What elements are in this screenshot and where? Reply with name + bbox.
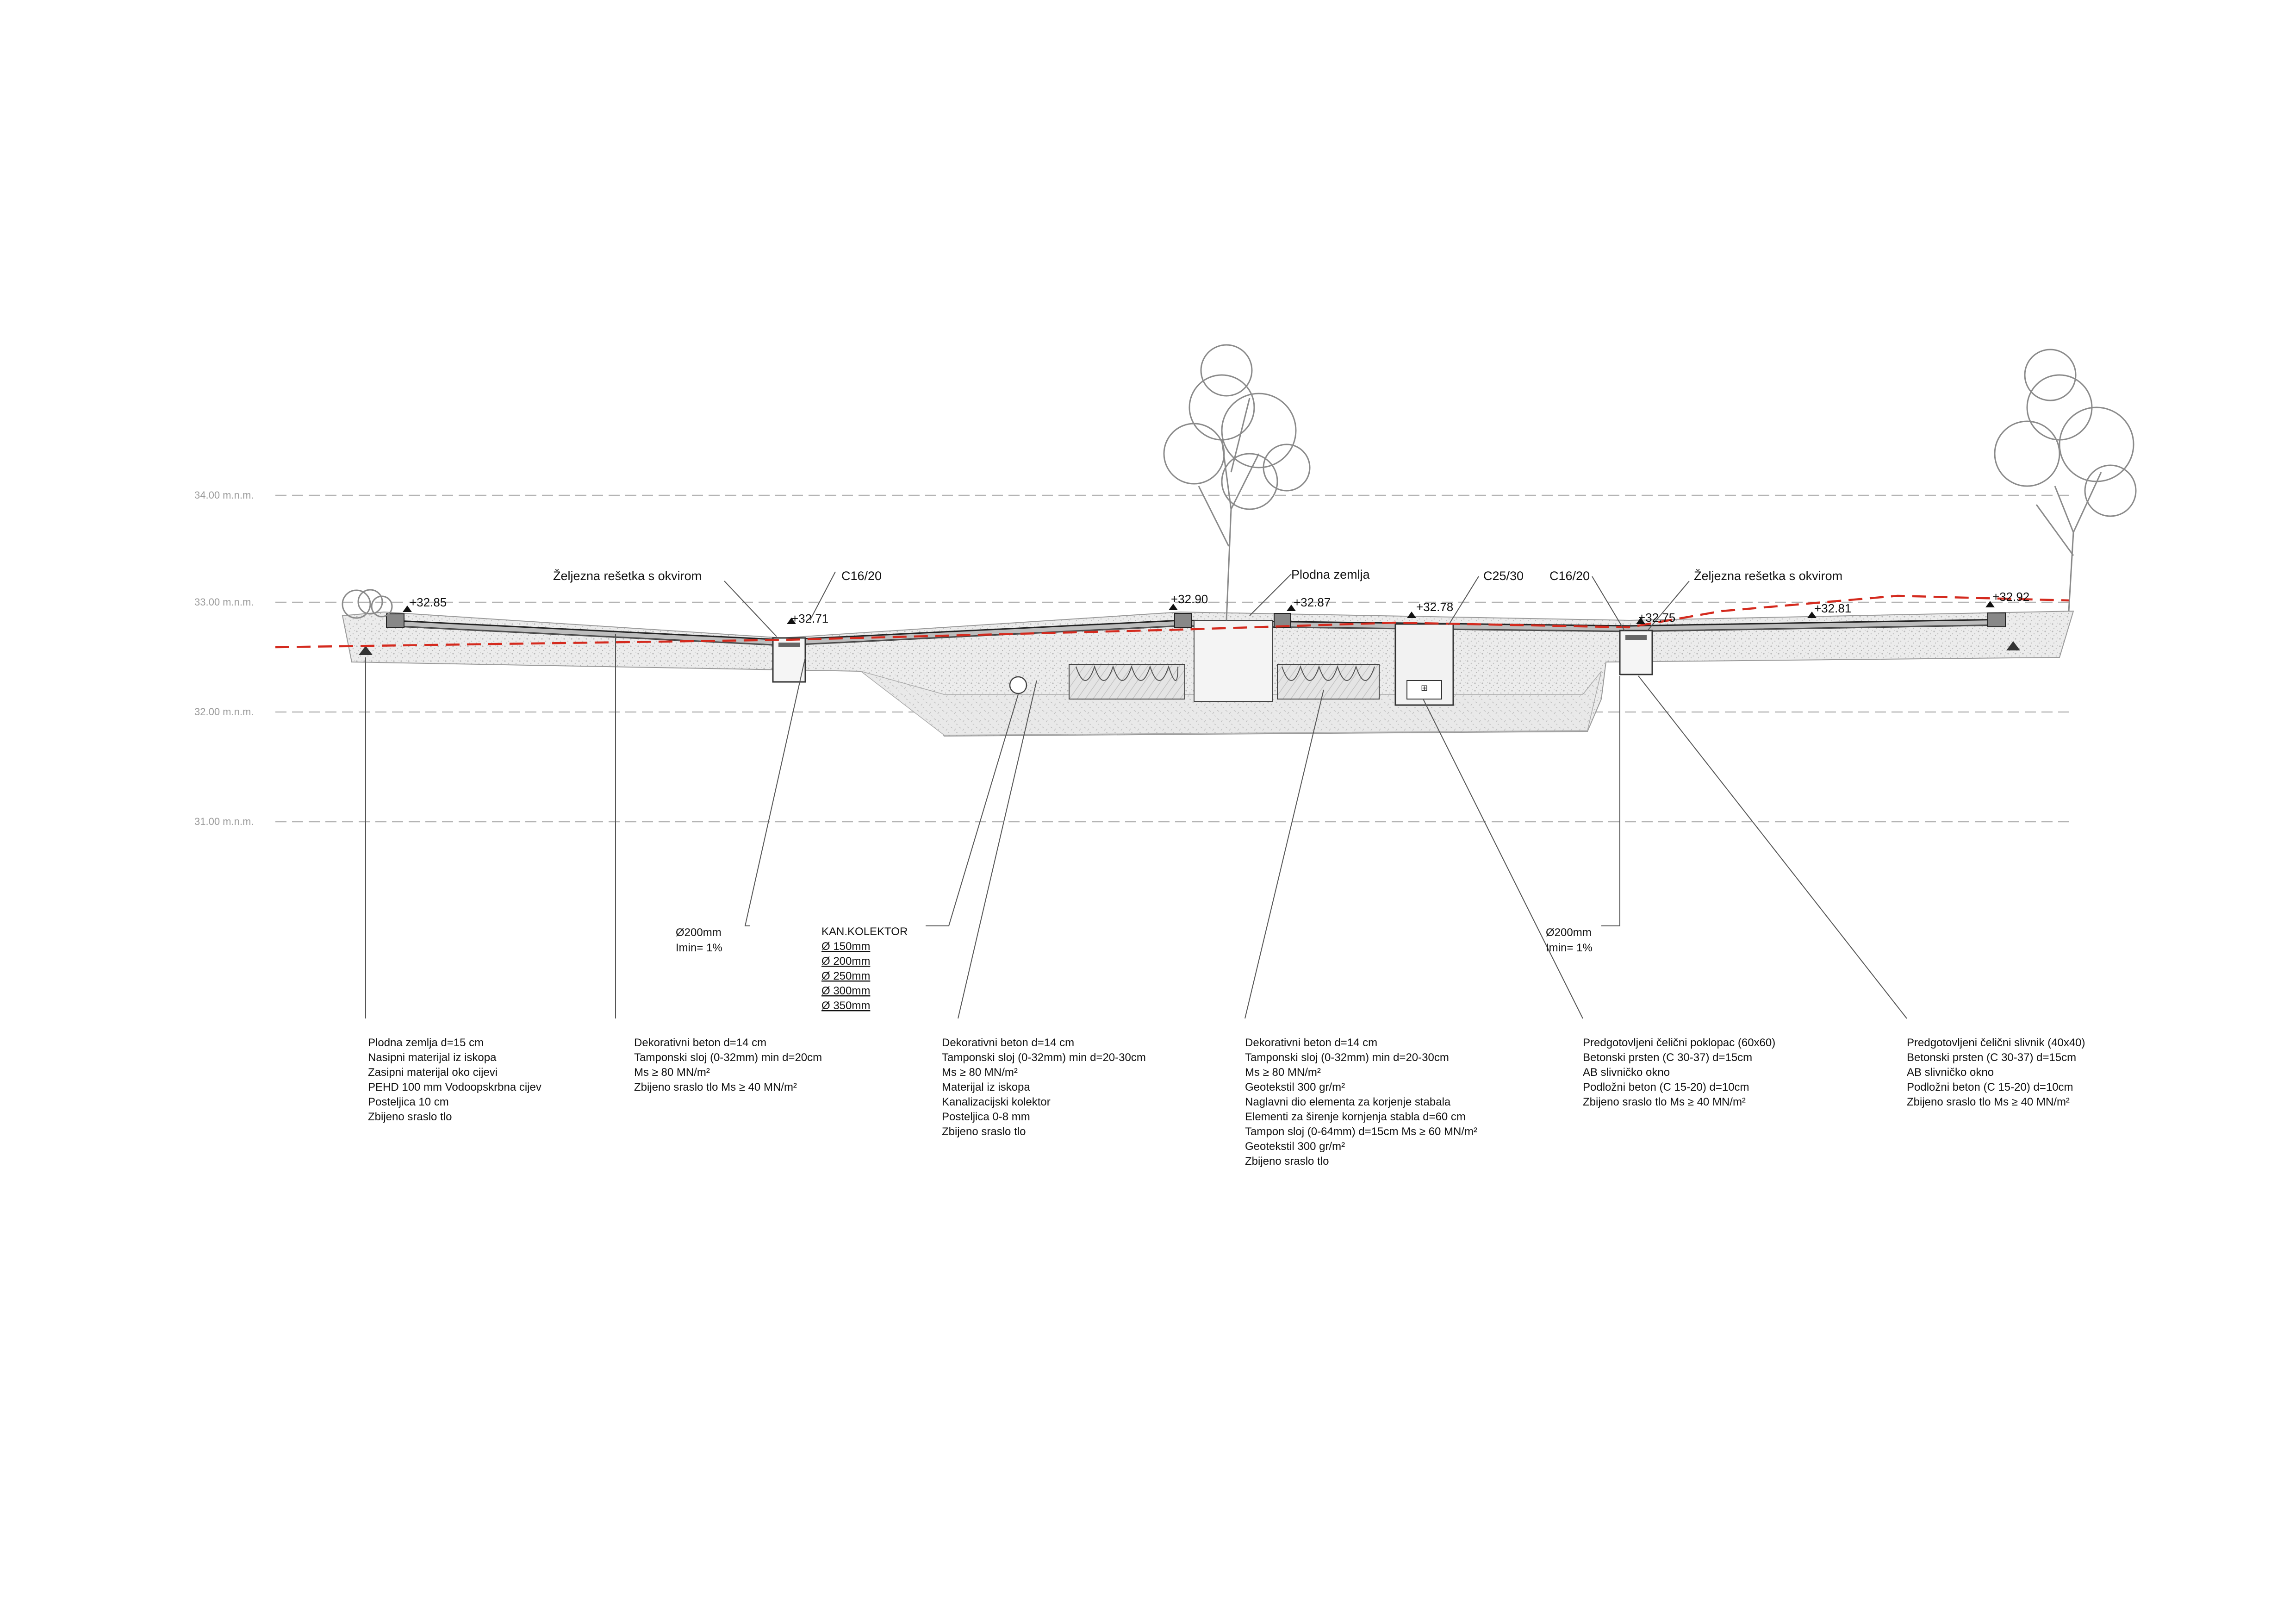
note-line: Dekorativni beton d=14 cm — [942, 1037, 1074, 1049]
note-line: Geotekstil 300 gr/m² — [1245, 1081, 1345, 1093]
tree-pit — [1194, 620, 1273, 702]
note-line: Zbijeno sraslo tlo Ms ≥ 40 MN/m² — [1907, 1096, 2070, 1108]
manhole-center: ⊞ — [1394, 623, 1454, 706]
note-line: Dekorativni beton d=14 cm — [1245, 1037, 1377, 1049]
note-line: Predgotovljeni čelični slivnik (40x40) — [1907, 1037, 2085, 1049]
note-line: Kanalizacijski kolektor — [942, 1096, 1051, 1108]
note-line: Tamponski sloj (0-32mm) min d=20-30cm — [942, 1051, 1146, 1064]
note-line: Ms ≥ 80 MN/m² — [1245, 1066, 1321, 1079]
elev-5: +32.78 — [1416, 600, 1453, 614]
note-line: AB slivničko okno — [1583, 1066, 1670, 1079]
note-block-1: Plodna zemlja d=15 cm Nasipni materijal … — [368, 1037, 541, 1123]
pipe-label-left: Ø200mm Imin= 1% — [676, 926, 722, 954]
note-line: Zbijeno sraslo tlo — [368, 1111, 452, 1123]
note-line: Betonski prsten (C 30-37) d=15cm — [1583, 1051, 1752, 1064]
pipe-right-slope: Imin= 1% — [1546, 942, 1593, 954]
note-line: Tampon sloj (0-64mm) d=15cm Ms ≥ 60 MN/m… — [1245, 1125, 1477, 1138]
label-plodna: Plodna zemlja — [1291, 568, 1370, 581]
level-label: 33.00 m.n.m. — [194, 596, 254, 608]
level-32: 32.00 m.n.m. — [194, 706, 2071, 718]
note-line: Tamponski sloj (0-32mm) min d=20-30cm — [1245, 1051, 1449, 1064]
label-c2530: C25/30 — [1483, 569, 1524, 583]
note-line: Zbijeno sraslo tlo — [942, 1125, 1026, 1138]
top-labels: Željezna rešetka s okvirom C16/20 Plodna… — [553, 568, 1842, 637]
note-line: Zbijeno sraslo tlo Ms ≥ 40 MN/m² — [634, 1081, 797, 1093]
elev-4: +32.87 — [1294, 595, 1331, 609]
collector-size: Ø 250mm — [821, 970, 870, 982]
elev-8: +32.92 — [1992, 590, 2029, 604]
note-line: Naglavni dio elementa za korjenje stabal… — [1245, 1096, 1451, 1108]
note-line: Zbijeno sraslo tlo — [1245, 1155, 1329, 1168]
note-line: PEHD 100 mm Vodoopskrbna cijev — [368, 1081, 541, 1093]
water-pipe-marker — [359, 646, 373, 655]
curbs — [386, 612, 2006, 628]
elev-7: +32.81 — [1814, 601, 1851, 615]
level-31: 31.00 m.n.m. — [194, 816, 2071, 827]
note-line: Posteljica 0-8 mm — [942, 1111, 1030, 1123]
elev-3: +32.90 — [1171, 592, 1208, 606]
note-block-4: Dekorativni beton d=14 cm Tamponski sloj… — [1245, 1037, 1477, 1168]
pipe-label-right: Ø200mm Imin= 1% — [1546, 926, 1593, 954]
shrub-icon — [342, 589, 393, 619]
note-block-2: Dekorativni beton d=14 cm Tamponski sloj… — [634, 1037, 822, 1093]
elev-2: +32.71 — [791, 612, 828, 625]
elevation-markers: +32.85 +32.71 +32.90 +32.87 +32.78 +32.7… — [403, 590, 2029, 625]
elev-1: +32.85 — [410, 595, 447, 609]
note-block-5: Predgotovljeni čelični poklopac (60x60) … — [1583, 1037, 1775, 1108]
note-line: Zbijeno sraslo tlo Ms ≥ 40 MN/m² — [1583, 1096, 1746, 1108]
label-c1620-right: C16/20 — [1549, 569, 1590, 583]
label-c1620-left: C16/20 — [841, 569, 882, 583]
note-line: Nasipni materijal iz iskopa — [368, 1051, 497, 1064]
level-label: 31.00 m.n.m. — [194, 816, 254, 827]
svg-text:⊞: ⊞ — [1421, 683, 1428, 693]
collector-title: KAN.KOLEKTOR — [821, 925, 908, 938]
pipe-right-size: Ø200mm — [1546, 926, 1592, 939]
label-grate-right: Željezna rešetka s okvirom — [1694, 568, 1842, 583]
note-line: Ms ≥ 80 MN/m² — [634, 1066, 710, 1079]
note-line: Podložni beton (C 15-20) d=10cm — [1907, 1081, 2073, 1093]
note-line: Geotekstil 300 gr/m² — [1245, 1140, 1345, 1153]
gully-left — [772, 637, 806, 683]
collector-size: Ø 200mm — [821, 955, 870, 968]
water-pipe-marker-right — [2006, 641, 2020, 650]
note-line: Dekorativni beton d=14 cm — [634, 1037, 766, 1049]
root-cells — [1069, 664, 1380, 700]
tree-right-icon — [1994, 349, 2137, 612]
level-label: 34.00 m.n.m. — [194, 489, 254, 501]
leader-lines — [365, 634, 1907, 1019]
red-dashed-line — [275, 594, 2069, 649]
level-34: 34.00 m.n.m. — [194, 489, 2071, 501]
note-line: Predgotovljeni čelični poklopac (60x60) — [1583, 1037, 1775, 1049]
note-line: Betonski prsten (C 30-37) d=15cm — [1907, 1051, 2076, 1064]
note-line: Posteljica 10 cm — [368, 1096, 449, 1108]
note-line: Podložni beton (C 15-20) d=10cm — [1583, 1081, 1749, 1093]
pipe-left-slope: Imin= 1% — [676, 942, 722, 954]
note-block-3: Dekorativni beton d=14 cm Tamponski sloj… — [942, 1037, 1146, 1138]
note-line: Ms ≥ 80 MN/m² — [942, 1066, 1018, 1079]
level-lines: 34.00 m.n.m. 33.00 m.n.m. 32.00 m.n.m. 3… — [194, 489, 2071, 827]
collector-label: KAN.KOLEKTOR Ø 150mm Ø 200mm Ø 250mm Ø 3… — [821, 925, 908, 1012]
tree-center-icon — [1163, 344, 1311, 621]
collector-pipe — [1009, 676, 1027, 694]
note-line: Elementi za širenje kornjenja stabla d=6… — [1245, 1111, 1466, 1123]
collector-size: Ø 350mm — [821, 999, 870, 1012]
note-line: Materijal iz iskopa — [942, 1081, 1030, 1093]
level-33: 33.00 m.n.m. — [194, 596, 2071, 608]
note-line: Zasipni materijal oko cijevi — [368, 1066, 498, 1079]
elev-6: +32.75 — [1638, 611, 1675, 625]
collector-size: Ø 150mm — [821, 940, 870, 953]
gully-right — [1619, 630, 1653, 675]
note-line: AB slivničko okno — [1907, 1066, 1994, 1079]
note-block-6: Predgotovljeni čelični slivnik (40x40) B… — [1907, 1037, 2085, 1108]
level-label: 32.00 m.n.m. — [194, 706, 254, 718]
label-grate-left: Željezna rešetka s okvirom — [553, 568, 702, 583]
note-line: Tamponski sloj (0-32mm) min d=20cm — [634, 1051, 822, 1064]
pipe-left-size: Ø200mm — [676, 926, 722, 939]
note-line: Plodna zemlja d=15 cm — [368, 1037, 484, 1049]
collector-size: Ø 300mm — [821, 985, 870, 997]
